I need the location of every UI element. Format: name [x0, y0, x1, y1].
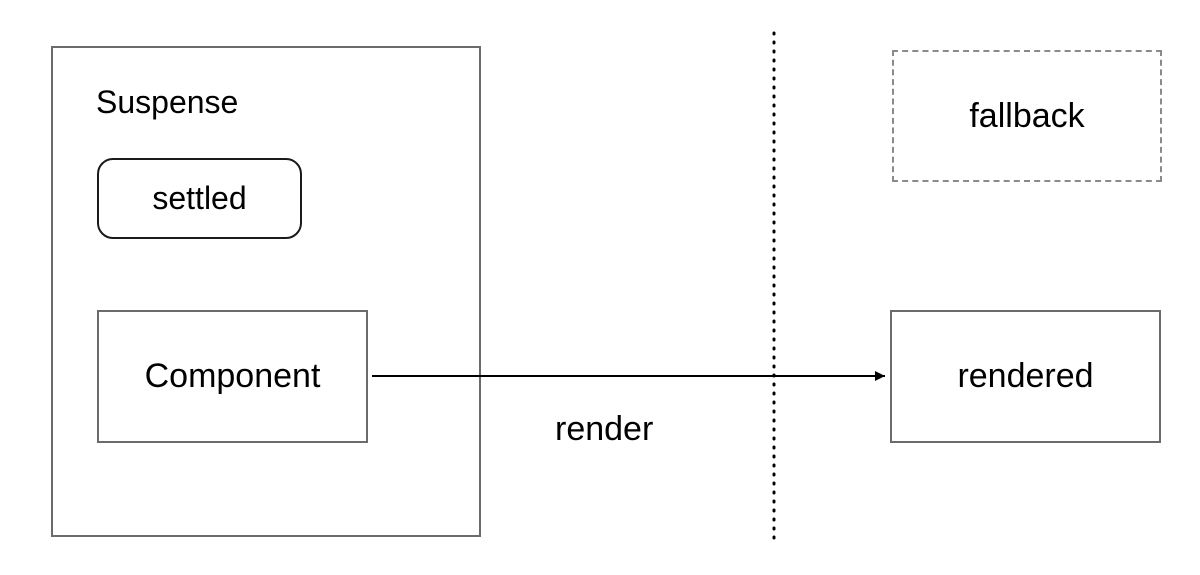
rendered-label: rendered — [957, 357, 1094, 395]
fallback-node: fallback — [892, 50, 1162, 182]
component-label: Component — [144, 357, 321, 395]
settled-label: settled — [152, 180, 247, 216]
fallback-label: fallback — [969, 96, 1085, 135]
suspense-container — [51, 46, 481, 537]
component-node: Component — [97, 310, 368, 443]
suspense-label: Suspense — [96, 84, 239, 120]
render-edge-label: render — [555, 410, 654, 448]
settled-node: settled — [97, 158, 302, 239]
rendered-node: rendered — [890, 310, 1161, 443]
